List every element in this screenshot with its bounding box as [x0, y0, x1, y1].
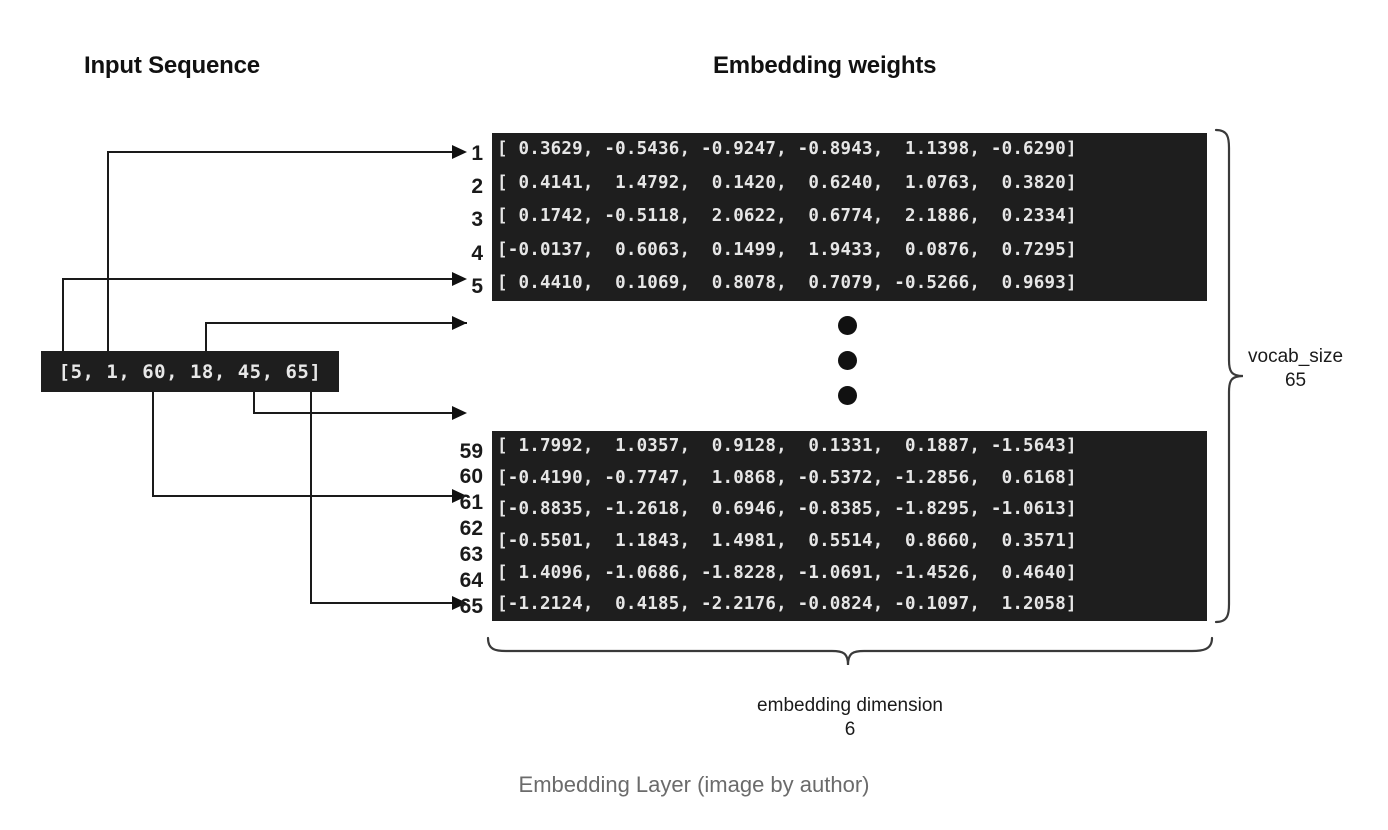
embedding-weights-matrix-top: [ 0.3629, -0.5436, -0.9247, -0.8943, 1.1…: [492, 133, 1207, 301]
row-index-60: 60: [459, 465, 483, 488]
vocab-size-brace: [1214, 128, 1244, 624]
row-index-59: 59: [459, 440, 483, 463]
row-index-65: 65: [459, 595, 483, 618]
ellipsis-dot-1: [838, 316, 857, 335]
input-sequence-tokens: [5, 1, 60, 18, 45, 65]: [58, 360, 322, 383]
embedding-dimension-annotation: embedding dimension 6: [594, 694, 1106, 742]
matrix-row: [-1.2124, 0.4185, -2.2176, -0.0824, -0.1…: [497, 594, 1077, 615]
matrix-row: [ 0.4410, 0.1069, 0.8078, 0.7079, -0.526…: [497, 273, 1077, 294]
vocab-size-value: 65: [1284, 369, 1307, 391]
connector-token60-upper-horizontal: [205, 322, 467, 325]
matrix-row: [ 1.4096, -1.0686, -1.8228, -1.0691, -1.…: [497, 562, 1077, 583]
row-index-62: 62: [459, 517, 483, 540]
row-index-4: 4: [471, 242, 483, 265]
embedding-dimension-name: embedding dimension: [757, 695, 943, 716]
row-index-63: 63: [459, 543, 483, 566]
row-index-64: 64: [459, 569, 483, 592]
matrix-row: [-0.8835, -1.2618, 0.6946, -0.8385, -1.8…: [497, 499, 1077, 520]
connector-token1-horizontal: [107, 151, 457, 154]
row-index-61: 61: [459, 491, 483, 514]
connector-token18-vertical: [253, 392, 256, 414]
arrowhead-row60: [452, 489, 467, 503]
matrix-row: [ 0.4141, 1.4792, 0.1420, 0.6240, 1.0763…: [497, 172, 1077, 193]
embedding-dimension-brace: [486, 636, 1214, 666]
matrix-row: [-0.0137, 0.6063, 0.1499, 1.9433, 0.0876…: [497, 239, 1077, 260]
connector-token18-horizontal: [253, 412, 457, 415]
input-sequence-title: Input Sequence: [84, 52, 260, 79]
connector-token65-vertical: [310, 392, 313, 604]
embedding-weights-title: Embedding weights: [713, 52, 937, 79]
vocab-size-annotation: vocab_size 65: [1248, 345, 1343, 393]
embedding-weights-matrix-bottom: [ 1.7992, 1.0357, 0.9128, 0.1331, 0.1887…: [492, 431, 1207, 621]
connector-token1-vertical: [107, 151, 110, 353]
arrowhead-row65: [452, 596, 467, 610]
input-sequence-box[interactable]: [5, 1, 60, 18, 45, 65]: [41, 351, 339, 392]
row-index-2: 2: [471, 175, 483, 198]
embedding-dimension-value: 6: [844, 718, 856, 740]
connector-token45-vertical: [152, 392, 155, 497]
matrix-row: [ 1.7992, 1.0357, 0.9128, 0.1331, 0.1887…: [497, 436, 1077, 457]
arrowhead-row1: [452, 145, 467, 159]
arrowhead-row5: [452, 272, 467, 286]
connector-token45-horizontal: [152, 495, 457, 498]
arrowhead-gap-lower: [452, 406, 467, 420]
arrowhead-gap-upper: [452, 316, 467, 330]
row-index-3: 3: [471, 208, 483, 231]
matrix-row: [ 0.1742, -0.5118, 2.0622, 0.6774, 2.188…: [497, 206, 1077, 227]
matrix-row: [ 0.3629, -0.5436, -0.9247, -0.8943, 1.1…: [497, 139, 1077, 160]
connector-token5-horizontal: [62, 278, 457, 281]
matrix-row: [-0.4190, -0.7747, 1.0868, -0.5372, -1.2…: [497, 467, 1077, 488]
ellipsis-dot-2: [838, 351, 857, 370]
matrix-row: [-0.5501, 1.1843, 1.4981, 0.5514, 0.8660…: [497, 531, 1077, 552]
vocab-size-name: vocab_size: [1248, 346, 1344, 367]
connector-token65-horizontal: [310, 602, 457, 605]
connector-token5-vertical: [62, 278, 65, 353]
figure-caption: Embedding Layer (image by author): [518, 772, 870, 797]
ellipsis-dot-3: [838, 386, 857, 405]
row-index-1: 1: [471, 142, 483, 165]
connector-token60-upper-vertical: [205, 322, 208, 353]
row-index-5: 5: [471, 275, 483, 298]
